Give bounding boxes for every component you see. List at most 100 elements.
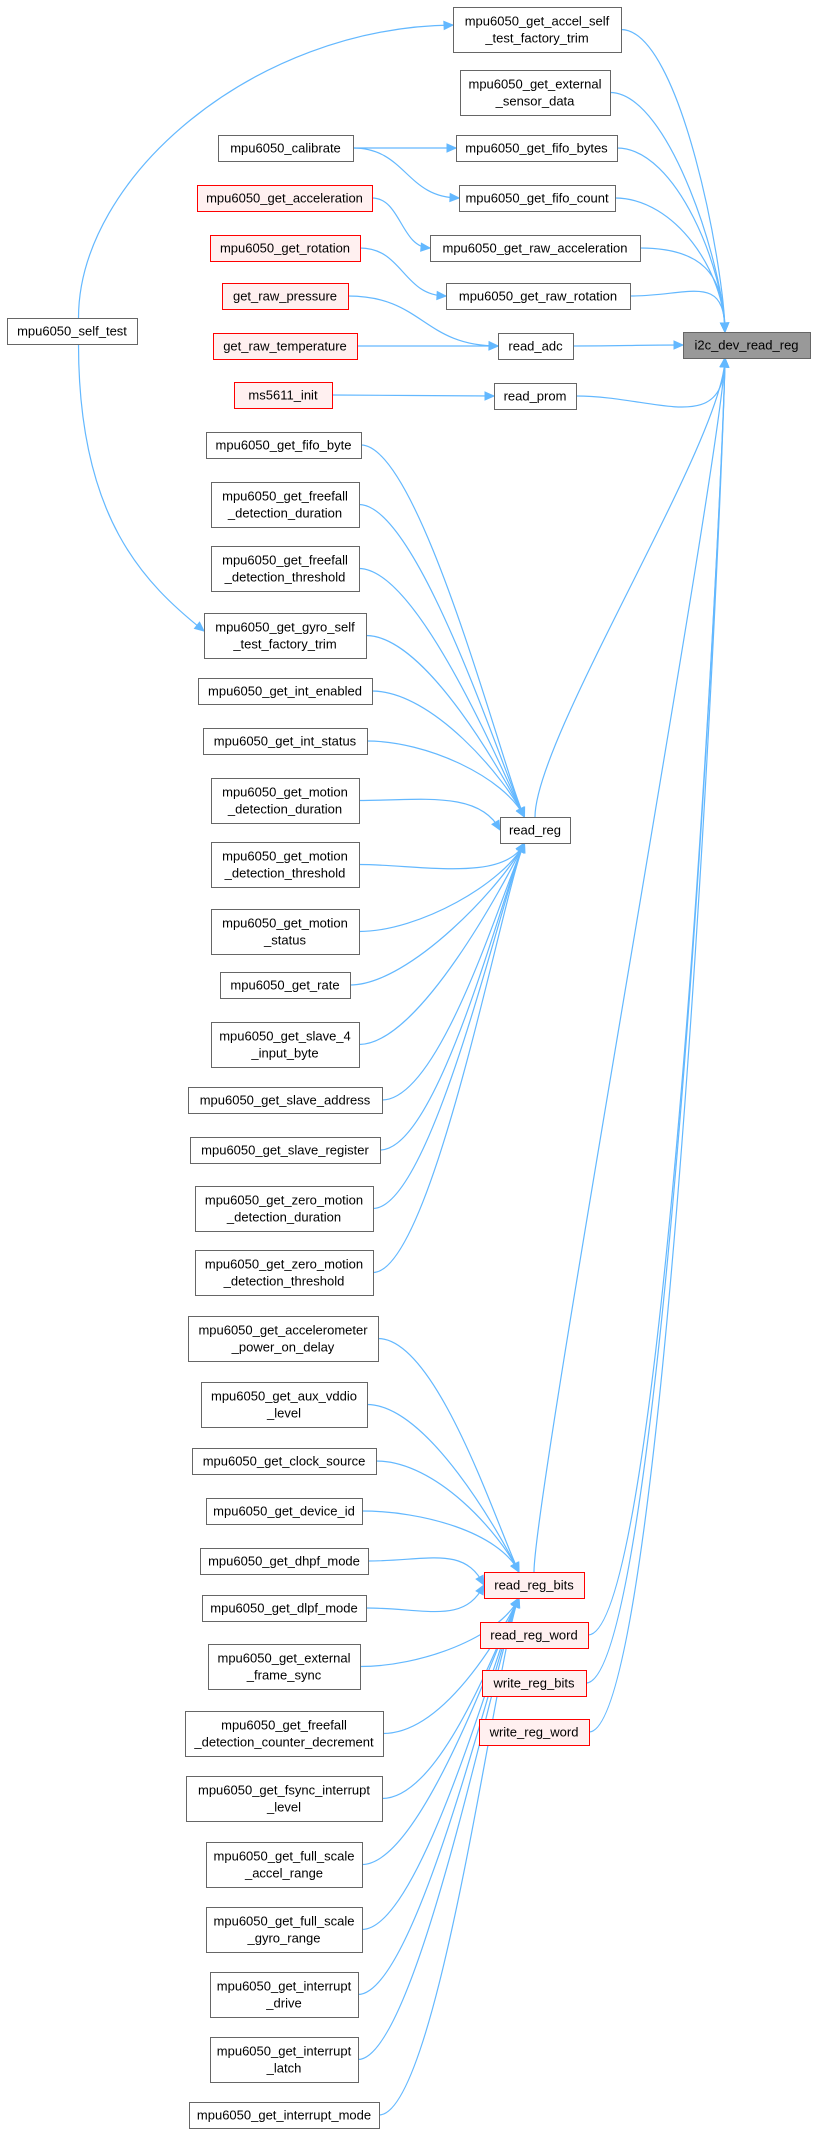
node-i2c-dev-read-reg[interactable]: i2c_dev_read_reg	[683, 332, 811, 359]
node-zm-threshold[interactable]: mpu6050_get_zero_motion_detection_thresh…	[195, 1250, 374, 1296]
node-box	[204, 613, 367, 659]
node-gyro-self-test[interactable]: mpu6050_get_gyro_self_test_factory_trim	[204, 613, 367, 659]
arrowhead	[515, 806, 526, 819]
edge-fifo-byte-to-read-reg	[360, 444, 526, 818]
node-fifo-byte[interactable]: mpu6050_get_fifo_byte	[206, 432, 362, 459]
node-box	[446, 283, 631, 310]
node-raw-acceleration[interactable]: mpu6050_get_raw_acceleration	[430, 235, 641, 262]
node-motion-duration[interactable]: mpu6050_get_motion _detection_duration	[211, 778, 360, 824]
node-box	[456, 135, 618, 162]
node-box	[189, 2102, 380, 2129]
node-label: mpu6050_get_dlpf_mode	[210, 1601, 357, 1616]
edge-ff-threshold-to-read-reg	[358, 567, 526, 818]
node-box	[201, 1382, 368, 1428]
node-box	[206, 1907, 363, 1953]
edge-dlpf-mode-to-read-reg-bits	[365, 1584, 485, 1613]
node-box	[202, 1595, 367, 1622]
node-raw-rotation[interactable]: mpu6050_get_raw_rotation	[446, 283, 631, 310]
edge-write-reg-word-to-i2c-dev-read-reg	[588, 357, 726, 1733]
node-slave-address[interactable]: mpu6050_get_slave_address	[188, 1087, 383, 1114]
node-external-sensor[interactable]: mpu6050_get_external_sensor_data	[460, 70, 611, 116]
edge-write-reg-bits-to-i2c-dev-read-reg	[585, 357, 726, 1684]
node-box	[198, 678, 373, 705]
node-write-reg-bits[interactable]: write_reg_bits	[482, 1670, 587, 1697]
node-get-rotation[interactable]: mpu6050_get_rotation	[210, 235, 361, 262]
node-label: mpu6050_get_device_id	[213, 1504, 355, 1519]
arrowhead	[719, 356, 730, 368]
node-accel-self-test[interactable]: mpu6050_get_accel_self_test_factory_trim	[453, 7, 622, 53]
node-device-id[interactable]: mpu6050_get_device_id	[206, 1498, 363, 1525]
node-get-rate[interactable]: mpu6050_get_rate	[220, 972, 351, 999]
node-label: _detection_duration	[227, 506, 342, 521]
node-label: _detection_threshold	[224, 570, 346, 585]
node-box	[222, 283, 349, 310]
node-ms5611-init[interactable]: ms5611_init	[234, 382, 333, 409]
node-fifo-bytes[interactable]: mpu6050_get_fifo_bytes	[456, 135, 618, 162]
edge-slave-register-to-read-reg	[379, 842, 526, 1151]
node-label: mpu6050_get_slave_4	[219, 1029, 351, 1044]
node-box	[479, 1719, 590, 1746]
node-slave4-input[interactable]: mpu6050_get_slave_4_input_byte	[211, 1022, 360, 1068]
node-ff-threshold[interactable]: mpu6050_get_freefall_detection_threshold	[211, 546, 360, 592]
node-box	[192, 1448, 377, 1475]
node-read-reg-bits[interactable]: read_reg_bits	[484, 1572, 585, 1599]
node-raw-temperature[interactable]: get_raw_temperature	[213, 333, 358, 360]
node-read-reg[interactable]: read_reg	[500, 817, 571, 844]
node-label: mpu6050_get_rotation	[220, 241, 350, 256]
node-fs-gyro[interactable]: mpu6050_get_full_scale_gyro_range	[206, 1907, 363, 1953]
node-int-status[interactable]: mpu6050_get_int_status	[203, 728, 368, 755]
node-write-reg-word[interactable]: write_reg_word	[479, 1719, 590, 1746]
node-self-test[interactable]: mpu6050_self_test	[7, 318, 138, 345]
node-int-enabled[interactable]: mpu6050_get_int_enabled	[198, 678, 373, 705]
node-int-mode[interactable]: mpu6050_get_interrupt_mode	[189, 2102, 380, 2129]
node-box	[186, 1776, 383, 1822]
node-clock-source[interactable]: mpu6050_get_clock_source	[192, 1448, 377, 1475]
arrowhead	[475, 1583, 485, 1596]
node-box	[459, 185, 616, 212]
edge-ext-frame-sync-to-read-reg-bits	[359, 1597, 520, 1668]
edge-calibrate-to-fifo-count	[352, 147, 460, 199]
node-read-adc[interactable]: read_adc	[498, 333, 574, 360]
node-box	[206, 432, 362, 459]
node-fsync-level[interactable]: mpu6050_get_fsync_interrupt_level	[186, 1776, 383, 1822]
node-label: _power_on_delay	[231, 1340, 335, 1355]
node-label: mpu6050_get_accelerometer	[198, 1323, 368, 1338]
node-ff-duration[interactable]: mpu6050_get_freefall_detection_duration	[211, 482, 360, 528]
node-fs-accel[interactable]: mpu6050_get_full_scale_accel_range	[206, 1842, 363, 1888]
node-raw-pressure[interactable]: get_raw_pressure	[222, 283, 349, 310]
node-read-prom[interactable]: read_prom	[494, 383, 577, 410]
node-dhpf-mode[interactable]: mpu6050_get_dhpf_mode	[200, 1548, 369, 1575]
edge-gyro-self-test-to-read-reg	[365, 634, 526, 818]
node-fifo-count[interactable]: mpu6050_get_fifo_count	[459, 185, 616, 212]
node-int-drive[interactable]: mpu6050_get_interrupt_drive	[210, 1972, 359, 2018]
node-label: _detection_duration	[226, 1210, 341, 1225]
node-ff-counter-dec[interactable]: mpu6050_get_freefall_detection_counter_d…	[185, 1711, 384, 1757]
node-label: mpu6050_get_zero_motion	[205, 1257, 363, 1272]
node-motion-threshold[interactable]: mpu6050_get_motion_detection_threshold	[211, 842, 360, 888]
node-label: mpu6050_get_motion	[222, 849, 348, 864]
node-label: _sensor_data	[495, 94, 576, 109]
edge-raw-acceleration-to-i2c-dev-read-reg	[639, 247, 726, 333]
node-box	[185, 1711, 384, 1757]
node-box	[213, 333, 358, 360]
node-get-acceleration[interactable]: mpu6050_get_acceleration	[197, 185, 373, 212]
node-label: read_reg_bits	[494, 1578, 574, 1593]
edge-slave4-input-to-read-reg	[358, 842, 526, 1046]
node-label: mpu6050_get_interrupt_mode	[197, 2108, 371, 2123]
node-read-reg-word[interactable]: read_reg_word	[480, 1622, 589, 1649]
node-label: i2c_dev_read_reg	[694, 338, 798, 353]
node-accel-pod[interactable]: mpu6050_get_accelerometer _power_on_delay	[188, 1316, 379, 1362]
edge-read-reg-word-to-i2c-dev-read-reg	[587, 357, 726, 1636]
node-slave-register[interactable]: mpu6050_get_slave_register	[190, 1137, 381, 1164]
node-ext-frame-sync[interactable]: mpu6050_get_external_frame_sync	[208, 1644, 361, 1690]
node-label: _detection_duration	[227, 802, 342, 817]
node-calibrate[interactable]: mpu6050_calibrate	[218, 135, 354, 162]
node-label: mpu6050_get_motion	[222, 785, 348, 800]
node-dlpf-mode[interactable]: mpu6050_get_dlpf_mode	[202, 1595, 367, 1622]
node-aux-vddio[interactable]: mpu6050_get_aux_vddio_level	[201, 1382, 368, 1428]
node-label: _drive	[265, 1996, 301, 2011]
node-zm-duration[interactable]: mpu6050_get_zero_motion_detection_durati…	[195, 1186, 374, 1232]
node-int-latch[interactable]: mpu6050_get_interrupt_latch	[210, 2037, 359, 2083]
node-motion-status[interactable]: mpu6050_get_motion_status	[211, 909, 360, 955]
